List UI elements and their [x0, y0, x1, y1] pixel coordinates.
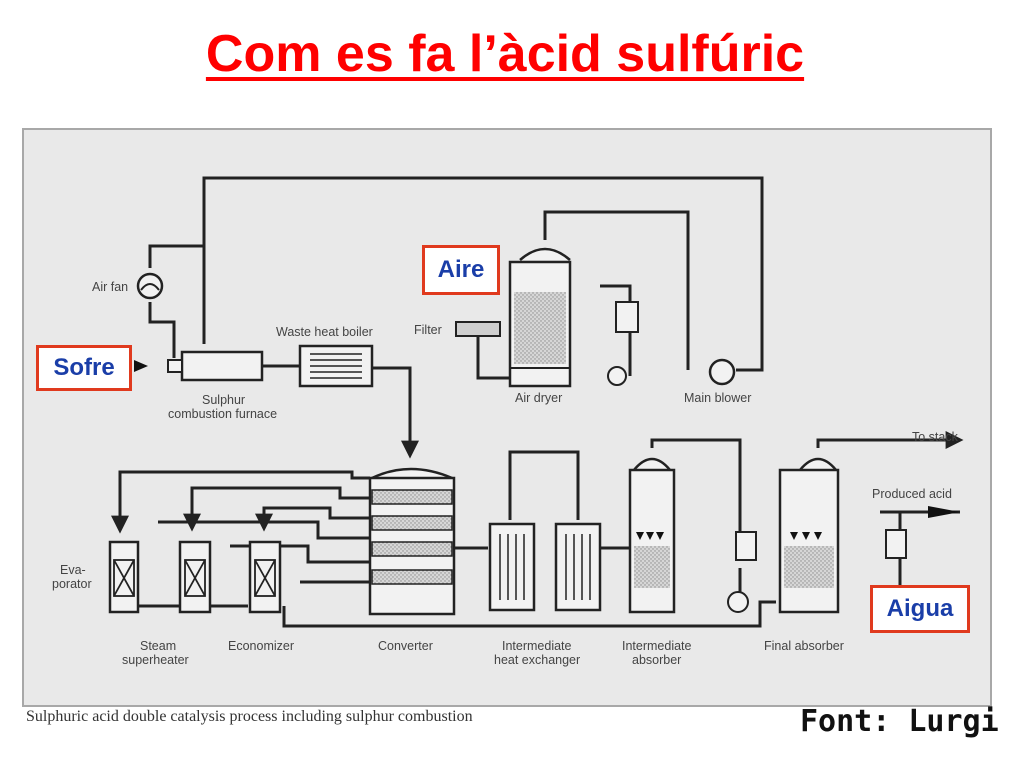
label-to-stack: To stack — [912, 430, 959, 444]
label-filter: Filter — [414, 323, 442, 337]
hx-crossover-pipe — [508, 450, 580, 520]
fan-inlet-pipe — [148, 244, 204, 268]
produced-acid-arrow — [928, 506, 960, 518]
air-dryer-icon — [508, 247, 572, 388]
final-cooler-icon — [885, 529, 907, 559]
label-air-dryer: Air dryer — [515, 391, 562, 405]
dryer-cooler-icon — [615, 301, 639, 333]
label-steam-2: superheater — [122, 653, 189, 667]
source-credit: Font: Lurgi — [800, 704, 999, 739]
converter-to-economizer-pipe — [255, 506, 370, 532]
label-int-abs-1: Intermediate — [622, 639, 692, 653]
label-produced-acid: Produced acid — [872, 487, 952, 501]
blower-to-dryer-pipe — [543, 210, 690, 370]
label-evaporator-2: porator — [52, 577, 92, 591]
fan-to-furnace-pipe — [148, 302, 176, 358]
callout-aigua: Aigua — [870, 585, 970, 633]
intermediate-hx-icon — [488, 522, 602, 612]
label-economizer: Economizer — [228, 639, 294, 653]
absorber-top-pipe — [650, 438, 742, 548]
filter-to-dryer-pipe — [476, 336, 510, 380]
label-converter: Converter — [378, 639, 433, 653]
page-title: Com es fa l’àcid sulfúric — [0, 24, 1010, 84]
label-air-fan: Air fan — [92, 280, 128, 294]
dryer-pump-icon — [607, 366, 627, 386]
air-fan-icon — [136, 272, 164, 300]
intermediate-absorber-icon — [628, 457, 676, 614]
label-int-hx-1: Intermediate — [502, 639, 572, 653]
converter-to-superheater-pipe — [183, 486, 370, 532]
final-absorber-icon — [778, 457, 840, 614]
converter-return-a — [158, 520, 370, 540]
label-waste-heat-boiler: Waste heat boiler — [276, 325, 373, 339]
dryer-acid-loop — [600, 284, 632, 376]
recycle-pipe — [202, 176, 764, 372]
label-int-hx-2: heat exchanger — [494, 653, 580, 667]
callout-sofre: Sofre — [36, 345, 132, 391]
label-evaporator-1: Eva- — [60, 563, 86, 577]
callout-aire: Aire — [422, 245, 500, 295]
label-int-abs-2: absorber — [632, 653, 681, 667]
label-sulphur-2: combustion furnace — [168, 407, 277, 421]
stack-pipe — [816, 431, 964, 449]
waste-heat-boiler-icon — [298, 344, 374, 388]
converter-to-evaporator-pipe — [111, 470, 370, 534]
intermediate-cooler-icon — [735, 531, 757, 561]
boiler-to-converter-pipe — [372, 366, 419, 459]
intermediate-pump-icon — [727, 591, 749, 613]
economizer-to-final-absorber-pipe — [282, 600, 776, 628]
label-main-blower: Main blower — [684, 391, 751, 405]
sulphur-furnace-icon — [180, 350, 264, 382]
converter-icon — [368, 467, 456, 616]
filter-icon — [455, 321, 501, 337]
sulphur-inlet-arrow — [134, 360, 148, 372]
label-sulphur-1: Sulphur — [202, 393, 245, 407]
label-final-absorber: Final absorber — [764, 639, 844, 653]
page-title-text: Com es fa l’àcid sulfúric — [205, 25, 805, 83]
main-blower-icon — [708, 358, 736, 386]
label-steam-1: Steam — [140, 639, 176, 653]
diagram-caption: Sulphuric acid double catalysis process … — [26, 708, 473, 725]
